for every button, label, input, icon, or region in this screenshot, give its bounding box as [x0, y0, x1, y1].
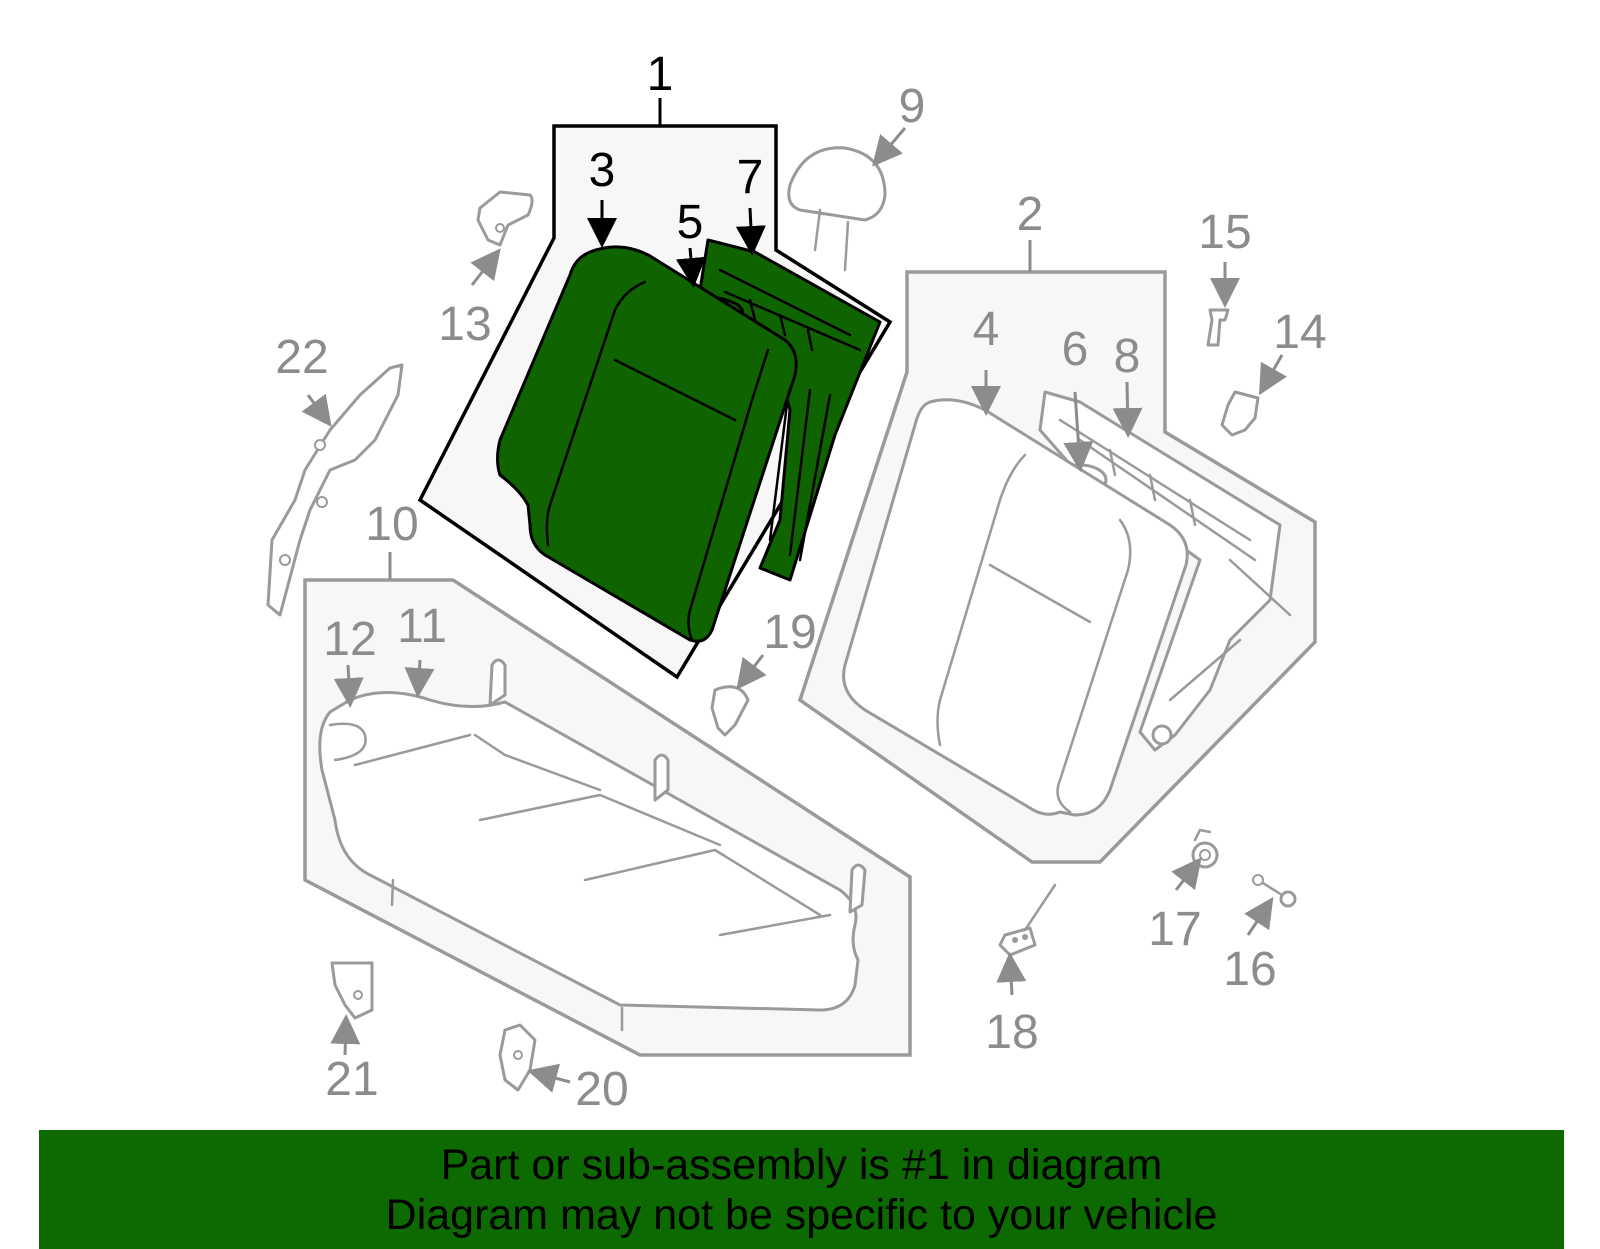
callout-8: 8 [1114, 330, 1141, 383]
callout-3: 3 [589, 144, 616, 197]
info-banner: Part or sub-assembly is #1 in diagram Di… [39, 1130, 1564, 1249]
callout-4: 4 [973, 303, 1000, 356]
callout-22: 22 [275, 331, 328, 384]
callout-7: 7 [737, 151, 764, 204]
callout-5: 5 [677, 196, 704, 249]
callout-numbers: 1 2 3 4 5 6 7 8 9 10 11 12 13 14 15 16 1… [275, 48, 1326, 1116]
callout-14: 14 [1273, 306, 1326, 359]
callout-2: 2 [1017, 188, 1044, 241]
part-11-cushion[interactable] [318, 658, 867, 1032]
part-20-hinge[interactable] [498, 1023, 537, 1092]
part-16-bolt[interactable] [1252, 874, 1297, 908]
part-18-latch[interactable] [998, 883, 1057, 957]
callout-12: 12 [323, 613, 376, 666]
banner-line-2: Diagram may not be specific to your vehi… [385, 1190, 1218, 1239]
part-22-bracket[interactable] [266, 363, 404, 617]
callout-9: 9 [899, 80, 926, 133]
callout-15: 15 [1198, 206, 1251, 259]
parts-diagram: 1 2 3 4 5 6 7 8 9 10 11 12 13 14 15 16 1… [266, 48, 1327, 1116]
part-13-bracket[interactable] [476, 190, 534, 247]
part-3-seatback-cover[interactable] [496, 245, 798, 643]
callout-17: 17 [1148, 903, 1201, 956]
part-4-seatback-cover[interactable] [842, 398, 1189, 817]
callout-1: 1 [647, 48, 674, 101]
callout-21: 21 [325, 1053, 378, 1106]
callout-20: 20 [575, 1063, 628, 1116]
callout-18: 18 [985, 1006, 1038, 1059]
callout-6: 6 [1062, 323, 1089, 376]
part-17-grommet[interactable] [1191, 828, 1219, 869]
banner-line-1: Part or sub-assembly is #1 in diagram [440, 1140, 1163, 1189]
part-14-clip[interactable] [1220, 390, 1260, 437]
part-15-bolt[interactable] [1206, 308, 1230, 347]
callout-19: 19 [763, 606, 816, 659]
callout-13: 13 [438, 298, 491, 351]
part-9-headrest[interactable] [787, 146, 887, 272]
callout-10: 10 [365, 498, 418, 551]
part-19-cover[interactable] [710, 685, 750, 737]
part-21-clip[interactable] [330, 961, 374, 1020]
callout-16: 16 [1223, 943, 1276, 996]
leader-lines [301, 98, 1287, 1093]
callout-11: 11 [397, 600, 447, 653]
